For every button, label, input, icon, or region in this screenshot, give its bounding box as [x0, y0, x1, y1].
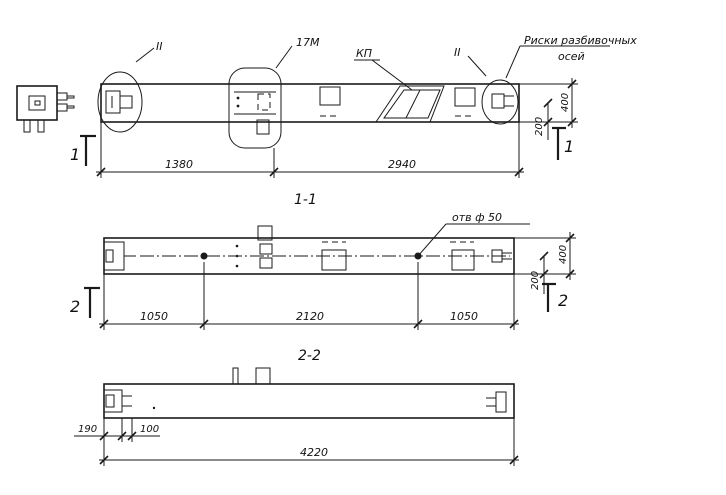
dimensions-section-1-vertical — [514, 232, 576, 294]
end-detail-sketch — [16, 85, 75, 133]
beam-outline-section-2 — [103, 383, 515, 419]
dim-top-left: 1380 — [165, 158, 193, 171]
section-1-title: 1-1 — [294, 192, 317, 208]
section-cut-1 — [80, 126, 566, 166]
section-cut-2-label-right: 2 — [558, 291, 568, 310]
dim-top-right: 2940 — [388, 158, 416, 171]
dim-section-2-total: 4220 — [300, 446, 328, 459]
dimensions-top-horizontal — [96, 122, 524, 178]
axis-marks-note-line2: осей — [558, 50, 585, 63]
hole-note: отв ф 50 — [452, 211, 502, 224]
section-2-title: 2-2 — [298, 348, 321, 364]
section-cut-1-label-right: 1 — [564, 137, 574, 156]
dimensions-section-1-horizontal — [99, 262, 519, 330]
callout-cloud-left — [97, 71, 143, 133]
callout-label-left: II — [156, 40, 163, 53]
dimensions-section-2 — [74, 418, 519, 466]
callout-cloud-right — [481, 79, 519, 125]
dim-section-1-height: 400 — [558, 245, 569, 264]
dim-section-2-a: 190 — [78, 424, 97, 435]
section-cut-2-label-left: 2 — [70, 297, 80, 316]
beam-outline-top — [100, 83, 520, 123]
dim-top-small: 200 — [534, 117, 545, 136]
axis-marks-note-line1: Риски разбивочных — [524, 34, 637, 47]
section-cut-1-label-left: 1 — [70, 145, 80, 164]
dimensions-top-vertical — [519, 78, 578, 140]
dim-top-height: 400 — [560, 93, 571, 112]
section-cut-2 — [84, 282, 556, 318]
callout-cloud-mid — [228, 67, 282, 149]
section-1-view: 1-1 отв ф 50 — [70, 192, 576, 330]
dim-section-1-mid: 2120 — [296, 310, 324, 323]
dim-section-2-b: 100 — [140, 424, 159, 435]
callout-label-right: II — [454, 46, 461, 59]
top-view: II 17M КП II Риск — [16, 34, 637, 178]
kp-parallelogram — [375, 85, 445, 123]
callout-label-kp: КП — [356, 47, 372, 60]
dim-section-1-right: 1050 — [450, 310, 478, 323]
dim-section-1-small: 200 — [530, 271, 541, 290]
section-2-view: 2-2 190 100 4220 — [74, 348, 519, 466]
callout-label-mid: 17M — [296, 36, 320, 49]
hole-marker-left — [200, 252, 208, 260]
dim-section-1-left: 1050 — [140, 310, 168, 323]
